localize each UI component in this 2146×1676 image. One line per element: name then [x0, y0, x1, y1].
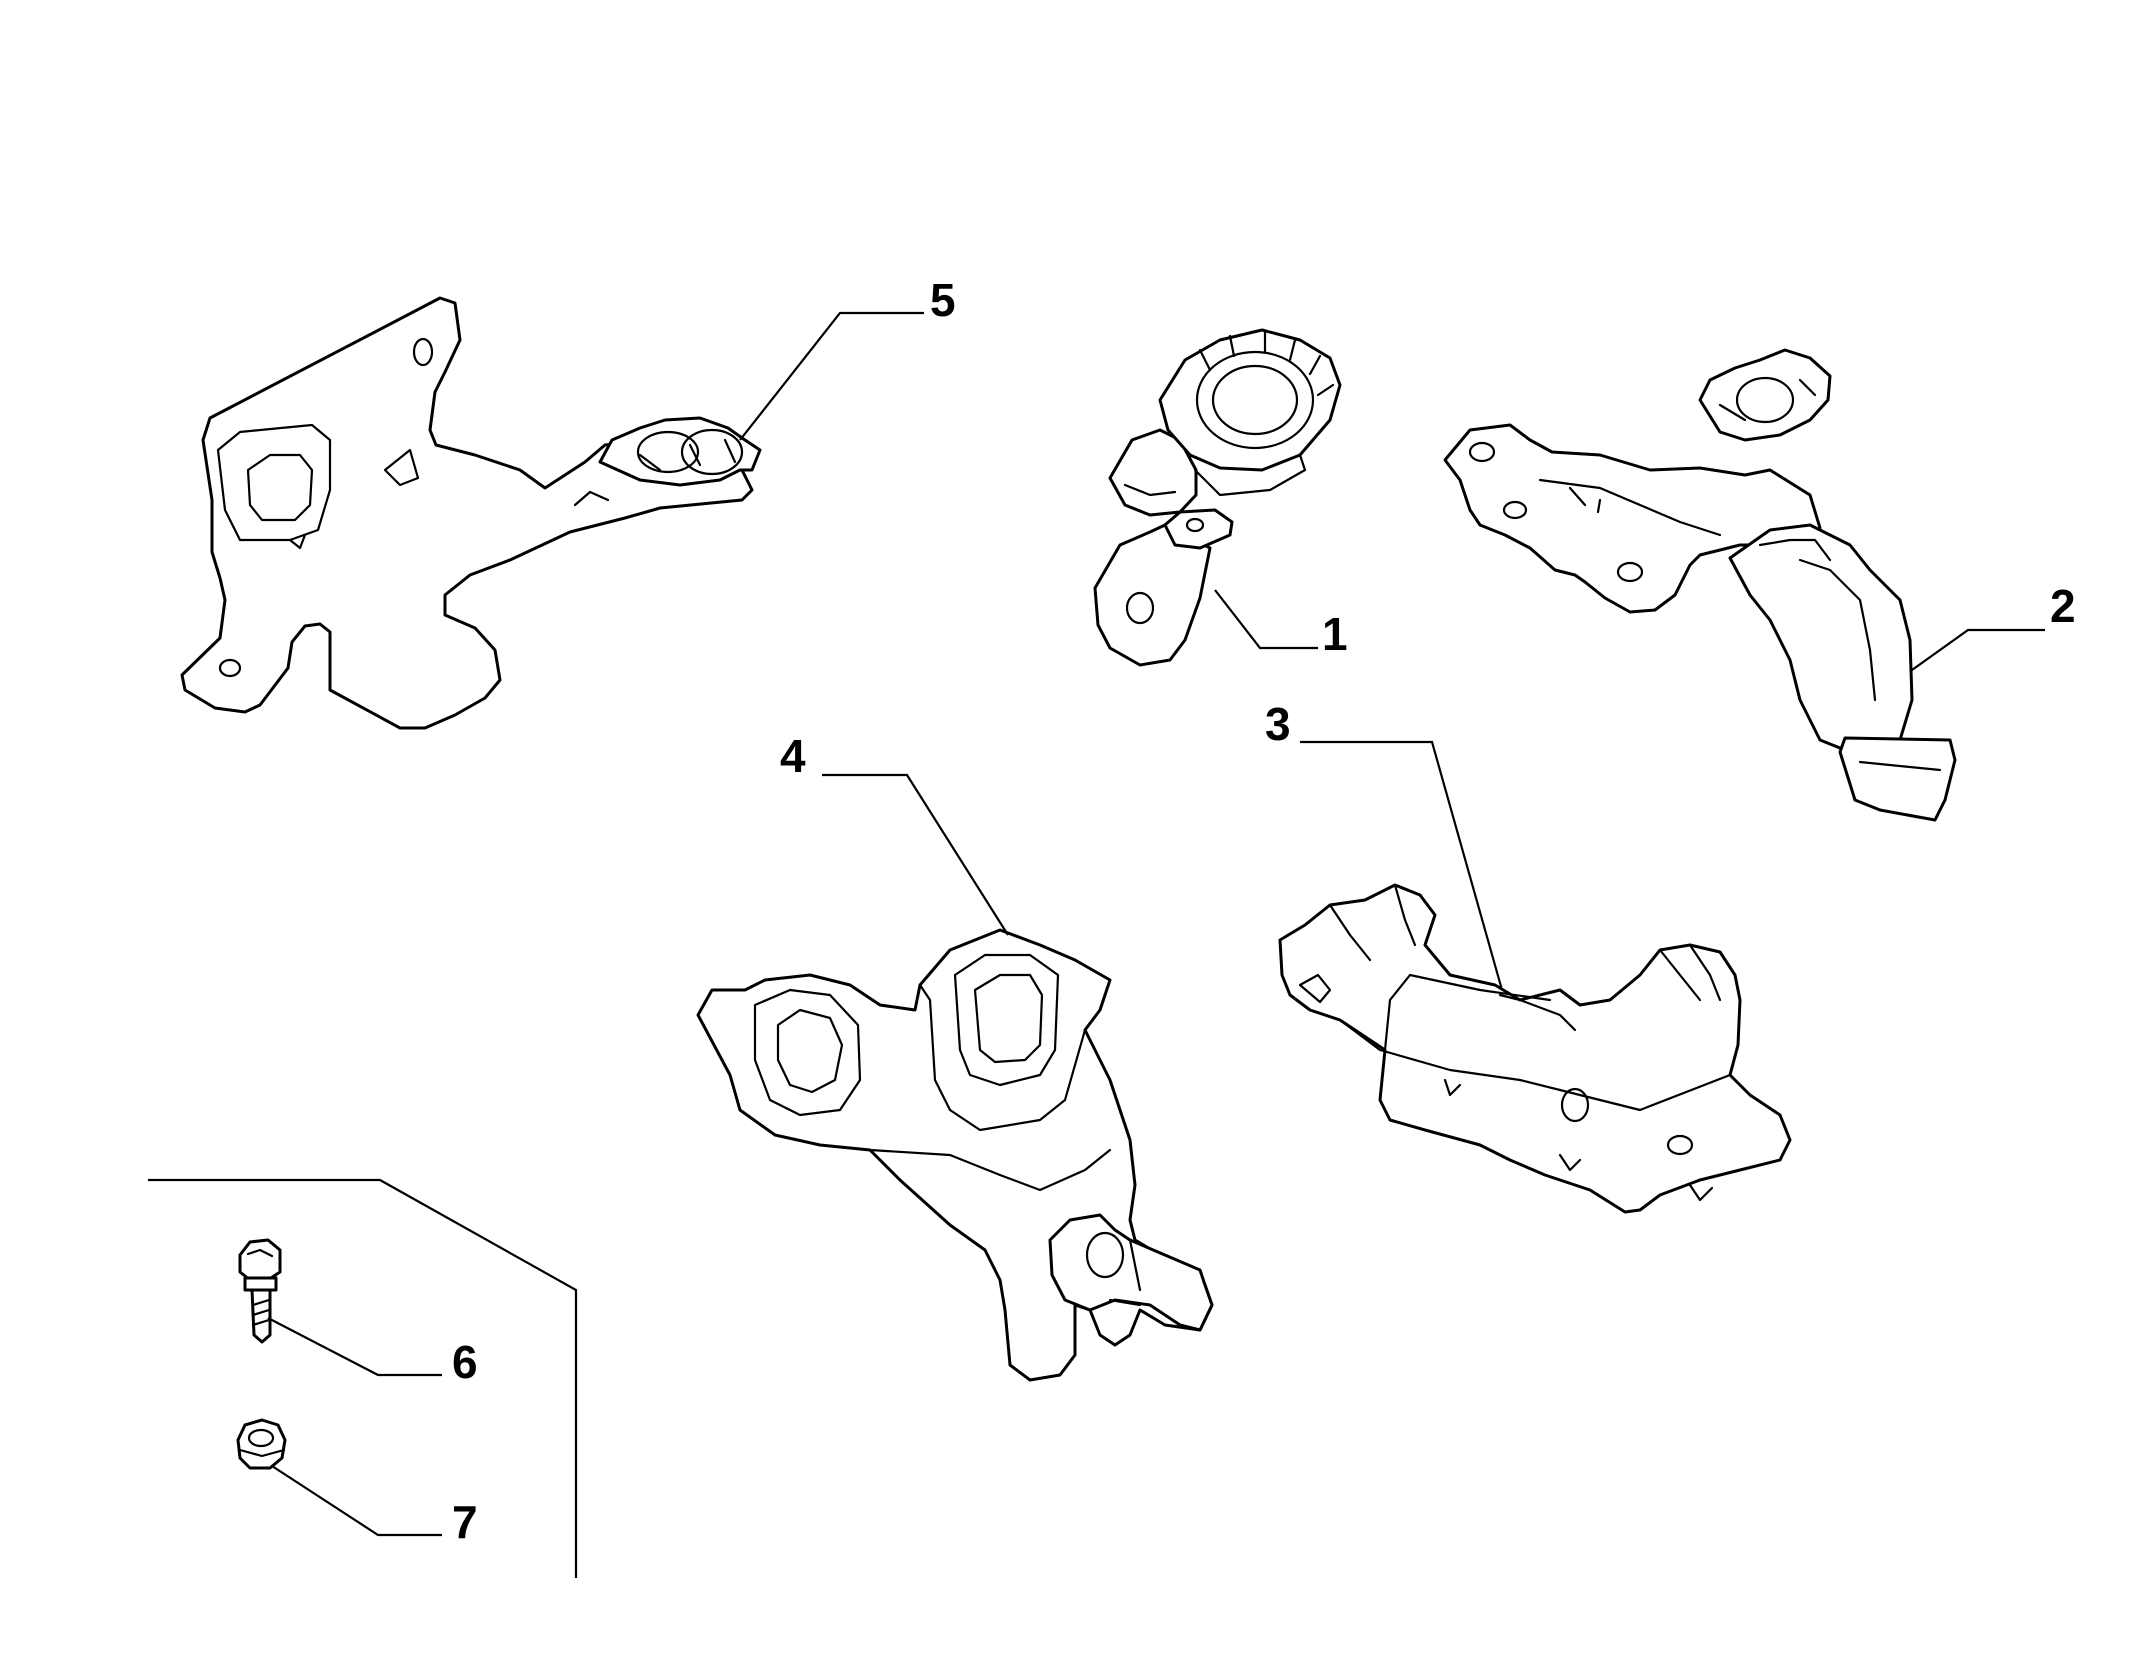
leader-line-5	[739, 311, 924, 441]
callout-4: 4	[780, 730, 806, 782]
part-7-nut	[236, 1418, 287, 1470]
group-bracket-line	[148, 1178, 578, 1578]
part-3-bracket	[1278, 883, 1792, 1214]
leader-line-6	[267, 1317, 442, 1377]
callout-2: 2	[2050, 580, 2076, 632]
callout-7: 7	[452, 1496, 478, 1548]
part-4-bracket	[696, 928, 1214, 1382]
part-5-bracket	[180, 296, 762, 730]
leader-line-4	[822, 773, 1009, 936]
callout-1: 1	[1322, 608, 1348, 660]
part-2-bracket	[1443, 348, 1957, 822]
leader-line-7	[271, 1465, 442, 1537]
part-6-bolt	[238, 1238, 282, 1344]
callout-3: 3	[1265, 698, 1291, 750]
leader-line-2	[1911, 628, 2045, 671]
leader-line-3	[1300, 740, 1504, 991]
leader-line-1	[1214, 589, 1318, 650]
callout-5: 5	[930, 274, 956, 326]
callout-6: 6	[452, 1336, 478, 1388]
part-1-clamp	[1093, 328, 1342, 667]
